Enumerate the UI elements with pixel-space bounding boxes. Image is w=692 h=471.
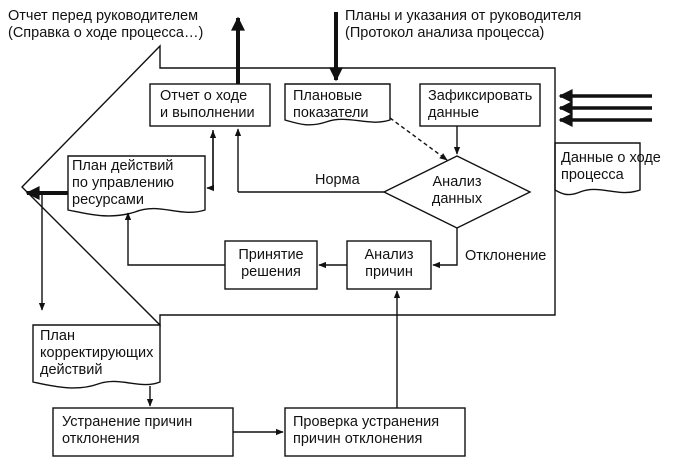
corrective-plan-label: План корректирующих действий: [40, 328, 153, 379]
plans-from-manager-line2: (Протокол анализа процесса): [345, 25, 545, 41]
planned-indicators-box: [284, 83, 391, 126]
analysis-label: Анализ данных: [417, 174, 497, 208]
decision-line2: решения: [241, 264, 301, 280]
process-data-label: Данные о ходе процесса: [561, 150, 661, 184]
action-plan-label: План действий по управлению ресурсами: [72, 158, 174, 209]
action-plan-document: [67, 155, 206, 217]
action-plan-line1: План действий: [72, 158, 174, 174]
analysis-line2: данных: [431, 191, 483, 207]
planned-line1: Плановые: [293, 88, 363, 104]
report-to-manager-line2: (Справка о ходе процесса…): [8, 25, 204, 41]
report-line1: Отчет о ходе: [160, 88, 248, 104]
eliminate-label: Устранение причин отклонения: [62, 414, 192, 448]
plans-from-manager-label: Планы и указания от руководителя (Проток…: [345, 8, 581, 42]
verify-box: [284, 407, 466, 457]
corrective-plan-line1: План: [40, 328, 75, 344]
decision-label: Принятие решения: [225, 247, 317, 281]
eliminate-line1: Устранение причин: [62, 414, 193, 430]
action-plan-line3: ресурсами: [72, 192, 144, 208]
record-data-box: [419, 83, 541, 127]
process-data-line2: процесса: [561, 167, 624, 183]
process-data-line1: Данные о ходе: [561, 150, 661, 166]
report-to-manager-label: Отчет перед руководителем (Справка о ход…: [8, 8, 203, 42]
cause-analysis-line1: Анализ: [364, 247, 414, 263]
decision-to-plan-arrow: [124, 212, 225, 266]
verify-label: Проверка устранения причин отклонения: [293, 414, 439, 448]
plans-from-manager-line1: Планы и указания от руководителя: [345, 8, 582, 24]
decision-line1: Принятие: [238, 247, 304, 263]
action-plan-line2: по управлению: [72, 175, 175, 191]
norm-label: Норма: [315, 172, 360, 188]
report-to-manager-line1: Отчет перед руководителем: [8, 8, 199, 24]
report-box: [149, 83, 271, 127]
cause-analysis-line2: причин: [365, 264, 413, 280]
planned-label: Плановые показатели: [293, 88, 369, 122]
corrective-plan-line3: действий: [40, 362, 103, 378]
verify-line2: причин отклонения: [293, 431, 423, 447]
record-line2: данные: [428, 105, 480, 121]
process-boundary: [21, 44, 556, 327]
report-line2: и выполнении: [160, 105, 255, 121]
deviation-arrow: [432, 228, 458, 269]
cause-analysis-label: Анализ причин: [347, 247, 431, 281]
process-data-document: [554, 142, 641, 196]
record-label: Зафиксировать данные: [428, 88, 532, 122]
planned-line2: показатели: [293, 105, 369, 121]
eliminate-line2: отклонения: [62, 431, 140, 447]
corrective-plan-line2: корректирующих: [40, 345, 154, 361]
analysis-line1: Анализ: [432, 174, 482, 190]
record-line1: Зафиксировать: [428, 88, 533, 104]
report-label: Отчет о ходе и выполнении: [160, 88, 255, 122]
corrective-plan-document: [32, 324, 161, 389]
planned-to-analysis-arrow: [389, 117, 448, 161]
verify-line1: Проверка устранения: [293, 414, 440, 430]
deviation-label: Отклонение: [465, 248, 547, 264]
